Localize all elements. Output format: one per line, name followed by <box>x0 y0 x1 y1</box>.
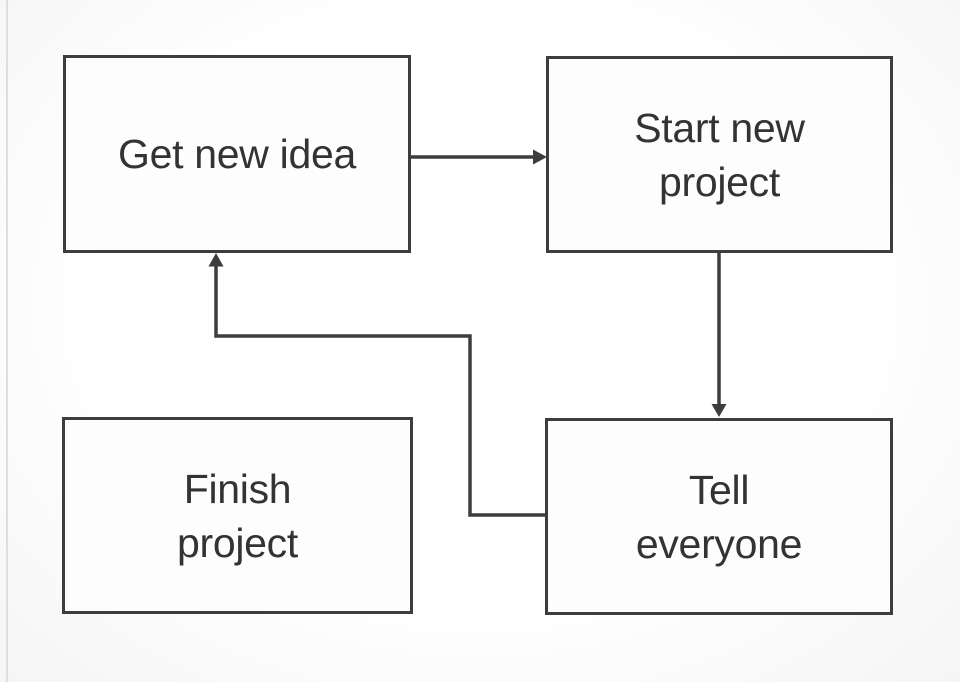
node-get-new-idea: Get new idea <box>63 55 411 253</box>
node-tell-everyone: Tell everyone <box>545 418 893 615</box>
node-finish-project: Finish project <box>62 417 413 614</box>
node-finish-project-label: Finish project <box>177 465 298 566</box>
scan-artifact-line <box>6 0 8 682</box>
arrowhead-down-icon <box>711 404 727 417</box>
edge-tell-to-idea-loop <box>214 266 545 517</box>
node-start-new-project: Start new project <box>546 56 893 253</box>
arrowhead-up-icon <box>208 253 224 267</box>
node-tell-everyone-label: Tell everyone <box>635 466 803 567</box>
node-start-new-project-label: Start new project <box>634 104 805 205</box>
arrowhead-right-icon <box>533 149 547 165</box>
node-get-new-idea-label: Get new idea <box>118 131 356 177</box>
